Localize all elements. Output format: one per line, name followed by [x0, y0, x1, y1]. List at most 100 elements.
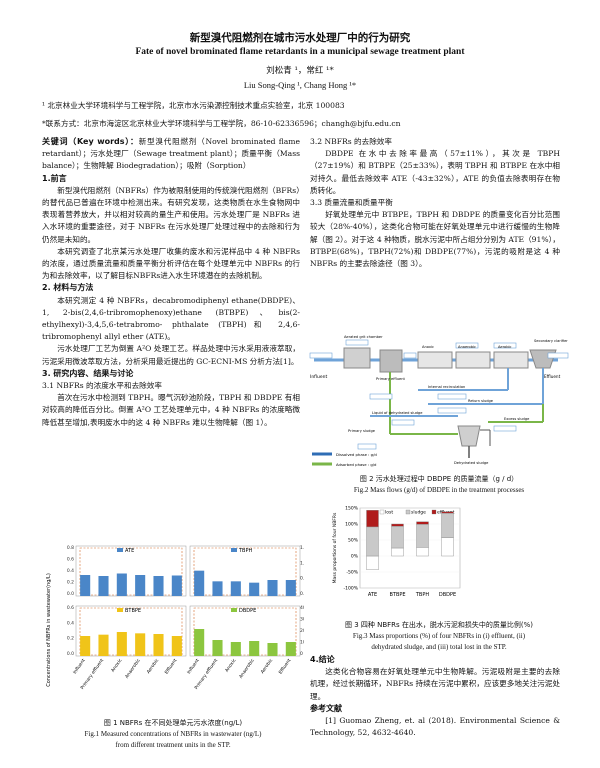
fig1-y-axis-label: Concentrations of NBFRs in wastewater(ng…	[46, 573, 52, 687]
fig3-bar-segment	[366, 510, 379, 528]
fig1-tick-label: 20	[300, 628, 304, 634]
fig1-highlight-box	[79, 547, 183, 596]
fig1-bar	[249, 582, 260, 596]
fig1-panel-frame	[75, 605, 187, 657]
label-dehydrated-sludge: Dehydrated sludge	[454, 461, 489, 465]
figure-1-caption-en-2: from different treatment units in the ST…	[115, 741, 231, 749]
label-effluent: Effluent	[544, 374, 561, 379]
fig1-bar	[135, 633, 146, 656]
fig1-bar	[267, 643, 278, 656]
figure-3-chart: Mass proportions of four NBFRs150%100%50…	[332, 506, 461, 598]
results-paragraph-2: DBDPE 在水中去除率最高（57±11%），其次是 TBPH（27±19%）和…	[310, 149, 560, 195]
figure-2-caption-en: Fig.2 Mass flows (g/d) of DBDPE in the t…	[353, 486, 525, 494]
fig1-legend-label: BTBPE	[125, 608, 141, 614]
figure-1-caption-cn: 图 1 NBFRs 在不同处理单元污水浓度(ng/L)	[103, 719, 243, 727]
fig1-category-label: Anaerobic	[238, 657, 256, 679]
fig3-category-label: DBDPE	[439, 592, 456, 598]
fig3-legend-swatch	[379, 509, 385, 515]
fig3-bar-segment	[416, 547, 429, 557]
fig1-tick-label: 0.4	[67, 620, 74, 626]
fig1-category-label: Aerobic	[146, 657, 161, 675]
figure-2-caption-cn: 图 2 污水处理过程中 DBDPE 的质量流量（g / d）	[359, 475, 519, 483]
reference-1: [1] Guomao Zheng, et. al (2018). Environ…	[310, 716, 560, 738]
fig1-bar	[171, 575, 182, 596]
left-column: 关键词（Key words）：新型溴代阻燃剂（Novel brominated …	[42, 136, 300, 429]
fig1-bar	[230, 581, 241, 596]
label-anaerobic: Anaerobic	[458, 345, 476, 349]
fig1-highlight-box	[193, 547, 297, 596]
label-anoxic: Anoxic	[422, 345, 434, 349]
fig1-category-label: Effluent	[164, 658, 179, 676]
fig1-highlight-box	[193, 607, 297, 656]
fig3-legend-label: lost	[385, 510, 393, 516]
primary-clarifier-shape	[379, 349, 403, 373]
fig1-legend-swatch	[117, 548, 123, 552]
affiliation: ¹ 北京林业大学环境科学与工程学院，北京市水污染源控制技术重点实验室，北京 10…	[42, 101, 345, 110]
section-heading-methods: 2. 材料与方法	[42, 283, 94, 293]
section-heading-conclusion: 4.结论	[310, 655, 335, 664]
fig1-tick-label: 0.4	[67, 568, 74, 574]
fig1-tick-label: 10	[300, 640, 304, 646]
fig1-category-label: Effluent	[278, 658, 293, 676]
fig1-panel-frame	[75, 545, 187, 597]
fig3-bar-segment	[416, 521, 429, 525]
fig1-tick-label: 0	[300, 651, 303, 657]
fig1-tick-label: 30	[300, 617, 304, 623]
fig1-legend-swatch	[231, 548, 237, 552]
intro-paragraph-1: 新型溴代阻燃剂（NBFRs）作为被限制使用的传统溴代阻燃剂（BFRs）的替代品已…	[42, 185, 300, 244]
figure-3-caption-cn: 图 3 四种 NBFRs 在出水，脱水污泥和损失中的质量比例(%)	[344, 621, 534, 629]
fig3-tick-label: 0%	[351, 554, 359, 560]
fig1-bar	[194, 629, 205, 656]
fig3-tick-label: 100%	[345, 522, 359, 528]
legend-adsorbed-label: Adsorbed phase : g/d	[336, 462, 377, 467]
fig1-bar	[135, 575, 146, 596]
section-heading-results: 3. 研究内容、结果与讨论	[42, 368, 134, 378]
fig1-bar	[153, 634, 164, 656]
figure-1-caption-en-1: Fig.1 Measured concentrations of NBFRs i…	[84, 730, 262, 738]
dehydrator-shape	[457, 425, 481, 447]
label-aerobic: Aerobic	[498, 345, 511, 349]
fig1-category-label: Anoxic	[224, 657, 238, 673]
label-secondary-clarifier: Secondary clarifier	[534, 339, 568, 343]
results-paragraph-3: 好氧处理单元中 BTBPE，TBPH 和 DBDPE 的质量变化百分比范围较大（…	[310, 210, 560, 269]
fig1-panel-frame	[189, 605, 301, 657]
conclusion-paragraph: 这类化合物容易在好氧处理单元中生物降解。污泥吸附是主要的去除机理，经过长期循环，…	[310, 667, 560, 701]
fig3-bar-segment	[441, 537, 454, 557]
fig3-tick-label: 50%	[348, 538, 359, 544]
subsection-heading-3-3: 3.3 质量流量和质量平衡	[310, 198, 393, 208]
fig3-bar-segment	[391, 526, 404, 549]
subsection-heading-3-1: 3.1 NBFRs 的浓度水平和去除效率	[42, 381, 162, 391]
fig1-bar	[98, 576, 109, 596]
fig1-tick-label: 0.0	[67, 651, 74, 657]
right-column-top: 3.2 NBFRs 的去除效率 DBDPE 在水中去除率最高（57±11%），其…	[310, 136, 560, 270]
fig1-bar	[249, 641, 260, 656]
fig3-tick-label: -50%	[346, 570, 358, 576]
fig3-category-label: BTBPE	[389, 592, 405, 598]
fig1-tick-label: 1.5	[300, 545, 304, 551]
references-heading: 参考文献	[310, 703, 342, 713]
authors-cn: 刘松青 ¹，常红 ¹*	[266, 66, 334, 76]
fig1-tick-label: 0.2	[67, 636, 74, 642]
fig3-bar-segment	[391, 547, 404, 557]
fig1-bar	[194, 570, 205, 596]
legend-dissolved-label: Dissolved phase : g/d	[336, 452, 377, 457]
fig3-tick-label: -100%	[344, 586, 359, 592]
fig1-tick-label: 0.2	[67, 580, 74, 586]
fig1-bar	[116, 573, 127, 596]
fig1-tick-label: 0.0	[300, 591, 304, 597]
fig1-legend-label: ATE	[125, 548, 134, 554]
fig1-legend-swatch	[231, 608, 237, 612]
fig1-category-label: Anaerobic	[124, 657, 142, 679]
fig1-bar	[212, 581, 223, 596]
fig3-bar-segment	[391, 523, 404, 527]
authors-en: Liu Song-Qing ¹, Chang Hong ¹*	[243, 80, 357, 90]
methods-paragraph-1: 本研究测定 4 种 NBFRs，decabromodiphenyl ethane…	[42, 295, 300, 342]
fig1-bar	[212, 640, 223, 656]
contact-info: *联系方式：北京市海淀区北京林业大学环境科学与工程学院，86-10-623365…	[42, 119, 401, 128]
fig3-bar-segment	[441, 512, 454, 538]
results-paragraph-1: 首次在污水中检测到 TBPH。曝气沉砂池阶段，TBPH 和 DBDPE 有相对较…	[42, 393, 300, 427]
fig3-y-axis-label: Mass proportions of four NBFRs	[332, 512, 338, 583]
fig1-bar	[267, 580, 278, 596]
anoxic-tank-shape	[417, 351, 453, 369]
intro-paragraph-2: 本研究调查了北京某污水处理厂收集的废水和污泥样品中 4 种 NBFRs 的浓度，…	[42, 246, 300, 281]
